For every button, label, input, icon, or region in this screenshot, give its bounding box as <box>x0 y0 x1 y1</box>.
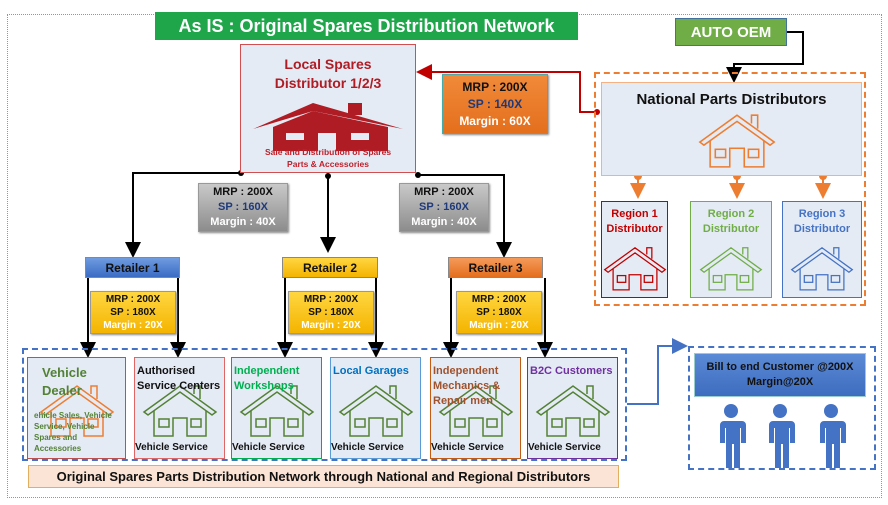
bill-banner: Bill to end Customer @200X Margin@20X <box>694 353 866 397</box>
sp: SP : 180X <box>110 307 156 318</box>
local-title-1: Local Spares <box>284 56 372 72</box>
outlets-group <box>22 348 627 461</box>
margin: Margin : 40X <box>411 216 477 228</box>
mrp: MRP : 200X <box>105 294 161 305</box>
outlet-label: B2C Customers <box>530 365 613 377</box>
price-box-r2: MRP : 200X SP : 180X Margin : 20X <box>288 291 374 334</box>
black-connectors <box>80 31 804 358</box>
mrp: MRP : 200X <box>213 186 273 198</box>
bill-line-2: Margin@20X <box>746 376 814 388</box>
margin: Margin : 20X <box>301 320 361 331</box>
warehouse-icon <box>253 103 403 151</box>
mrp: MRP : 200X <box>414 186 474 198</box>
region-label: Region 2 <box>707 208 755 220</box>
person-icon <box>720 404 746 468</box>
local-desc-2: Parts & Accessories <box>287 159 369 169</box>
price-box-local: MRP : 200X SP : 140X Margin : 60X <box>442 74 548 134</box>
bill-line-1: Bill to end Customer @200X <box>706 361 854 373</box>
outlet-subtitle: Vehicle Service <box>431 442 504 453</box>
outlet-card: Independent Workshops Vehicle Service <box>231 357 322 459</box>
footer-caption: Original Spares Parts Distribution Netwo… <box>28 465 619 488</box>
mrp: MRP : 200X <box>471 294 527 305</box>
outlet-label: Vehicle Dealer <box>42 365 87 398</box>
house-icon <box>603 242 667 294</box>
house-icon <box>672 109 802 171</box>
national-title: National Parts Distributors <box>636 91 827 108</box>
outlet-label: Authorised Service Centers <box>137 365 221 392</box>
outlet-label: Independent Mechanics & Repair men <box>433 365 501 407</box>
region-1-distributor: Region 1 Distributor <box>601 201 668 298</box>
national-group <box>594 72 866 306</box>
sp: SP : 160X <box>419 201 469 213</box>
local-spares-distributor: Local Spares Distributor 1/2/3 Sale and … <box>240 44 416 173</box>
person-icon <box>820 404 846 468</box>
price-box-r1: MRP : 200X SP : 180X Margin : 20X <box>90 291 176 334</box>
sp: SP : 140X <box>467 96 523 111</box>
region-2-distributor: Region 2 Distributor <box>690 201 772 298</box>
region-label: Distributor <box>702 223 760 235</box>
mrp: MRP : 200X <box>462 79 528 94</box>
sp: SP : 180X <box>308 307 354 318</box>
customers-icons <box>720 404 846 468</box>
outlet-label: Independent Workshops <box>234 365 300 392</box>
end-customer-group <box>688 346 876 470</box>
house-icon <box>699 242 763 294</box>
outlet-subtitle: Vehicle Service <box>528 442 601 453</box>
outlet-subtitle: ehicle Sales, Vehicle Service, Vehicle S… <box>34 411 112 453</box>
region-label: Distributor <box>793 223 851 235</box>
outlet-card: Independent Mechanics & Repair men Vehic… <box>430 357 521 459</box>
region-label: Distributor <box>606 223 663 235</box>
auto-oem-box: AUTO OEM <box>675 18 787 46</box>
outlet-card: B2C Customers Vehicle Service <box>527 357 618 459</box>
page-title: As IS : Original Spares Distribution Net… <box>155 12 578 40</box>
sp: SP : 180X <box>476 307 522 318</box>
outlet-subtitle: Vehicle Service <box>232 442 305 453</box>
margin: Margin : 20X <box>103 320 163 331</box>
retailer-3: Retailer 3 <box>448 257 543 278</box>
outlet-card: Vehicle Dealer ehicle Sales, Vehicle Ser… <box>27 357 126 459</box>
house-icon <box>338 380 414 440</box>
price-box-right: MRP : 200X SP : 160X Margin : 40X <box>399 183 489 232</box>
region-3-distributor: Region 3 Distributor <box>782 201 862 298</box>
national-parts-distributors: National Parts Distributors <box>601 82 862 176</box>
price-box-left: MRP : 200X SP : 160X Margin : 40X <box>198 183 288 232</box>
outlet-subtitle: Vehicle Service <box>135 442 208 453</box>
outlet-card: Local Garages Vehicle Service <box>330 357 421 459</box>
outlet-card: Authorised Service Centers Vehicle Servi… <box>134 357 225 459</box>
region-label: Region 1 <box>611 208 658 220</box>
mrp: MRP : 200X <box>303 294 359 305</box>
margin: Margin : 60X <box>459 113 531 128</box>
sp: SP : 160X <box>218 201 268 213</box>
local-title-2: Distributor 1/2/3 <box>274 75 382 91</box>
person-icon <box>769 404 795 468</box>
margin: Margin : 40X <box>210 216 276 228</box>
price-box-r3: MRP : 200X SP : 180X Margin : 20X <box>456 291 542 334</box>
outlet-subtitle: Vehicle Service <box>331 442 404 453</box>
retailer-2: Retailer 2 <box>282 257 378 278</box>
house-icon <box>535 380 611 440</box>
retailer-1: Retailer 1 <box>85 257 180 278</box>
local-desc-1: Sale and Distribution of Spares <box>264 147 392 157</box>
house-icon <box>790 242 854 294</box>
margin: Margin : 20X <box>469 320 529 331</box>
outlet-label: Local Garages <box>333 365 409 377</box>
region-label: Region 3 <box>798 208 846 220</box>
